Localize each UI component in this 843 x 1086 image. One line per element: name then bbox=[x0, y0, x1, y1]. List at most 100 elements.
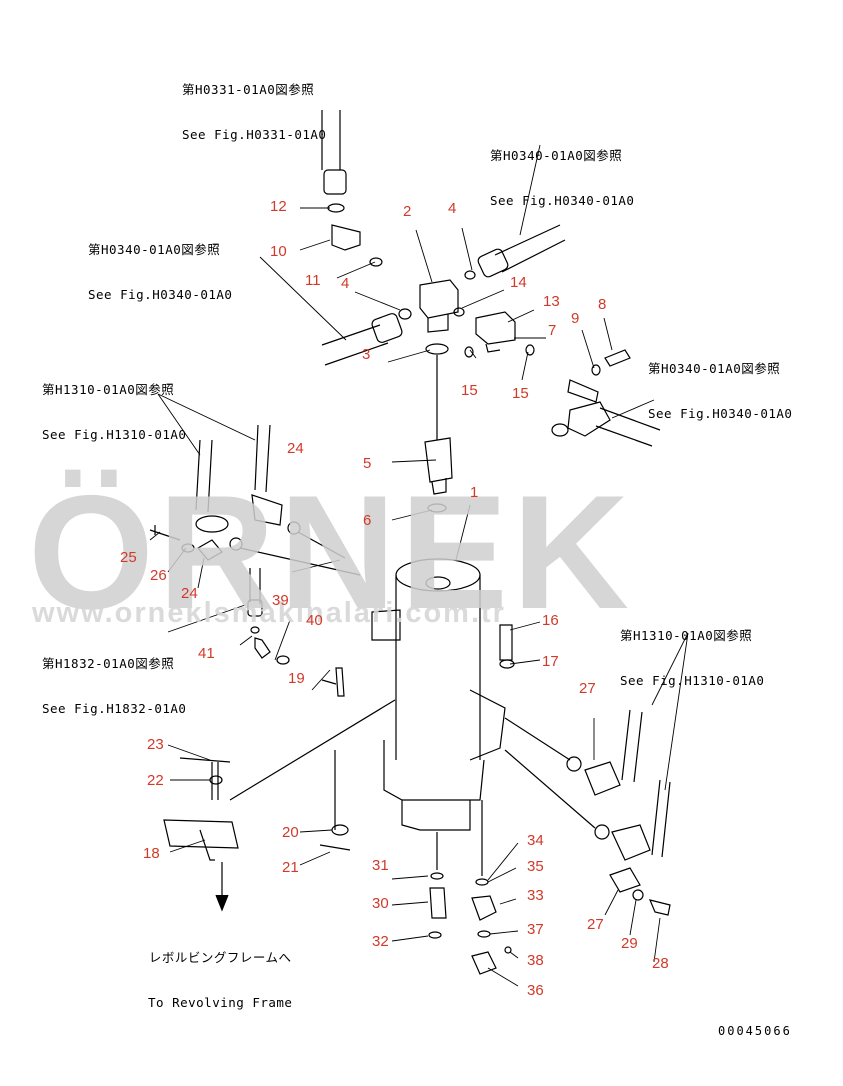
bolt-25 bbox=[149, 525, 181, 541]
part-number-15: 15 bbox=[461, 382, 478, 399]
part-number-34: 34 bbox=[527, 832, 544, 849]
o-ring-left-b bbox=[287, 521, 301, 535]
motor-ear-left bbox=[371, 609, 401, 641]
motor-valve bbox=[401, 800, 471, 831]
part-number-22: 22 bbox=[147, 772, 164, 789]
lead-plate-motor bbox=[229, 699, 396, 801]
hose-h0340-right bbox=[494, 224, 566, 273]
part-number-31: 31 bbox=[372, 857, 389, 874]
o-ring-14 bbox=[453, 307, 465, 317]
flange-left bbox=[195, 515, 229, 533]
o-ring-4a bbox=[369, 257, 383, 267]
reference-en: See Fig.H0340-01A0 bbox=[88, 287, 233, 302]
part-number-20: 20 bbox=[282, 824, 299, 841]
part-number-5: 5 bbox=[363, 455, 372, 472]
block-2-stem bbox=[427, 314, 449, 333]
flange-27-bottom bbox=[611, 824, 651, 861]
reference-en: See Fig.H0340-01A0 bbox=[648, 406, 793, 421]
part-number-38: 38 bbox=[527, 952, 544, 969]
split-flange-27 bbox=[609, 867, 641, 893]
o-ring-15b bbox=[525, 344, 535, 356]
part-number-16: 16 bbox=[542, 612, 559, 629]
reference-jp: レボルビングフレームへ bbox=[148, 950, 292, 965]
part-number-8: 8 bbox=[598, 296, 607, 313]
reference-h0340-c: 第H0340-01A0図参照 See Fig.H0340-01A0 bbox=[648, 331, 792, 451]
swivel-5 bbox=[424, 437, 453, 483]
o-ring-left-a bbox=[229, 537, 243, 551]
reference-en: See Fig.H0340-01A0 bbox=[490, 193, 635, 208]
drawing-number: 00045066 bbox=[718, 1024, 792, 1038]
o-ring-right bbox=[551, 423, 569, 437]
o-ring-40 bbox=[276, 655, 290, 665]
swivel-5-stem bbox=[431, 478, 447, 495]
leader-lines bbox=[149, 144, 689, 987]
part-number-12: 12 bbox=[270, 198, 287, 215]
part-number-27: 27 bbox=[587, 916, 604, 933]
o-ring-12 bbox=[327, 203, 345, 213]
o-ring-35 bbox=[475, 878, 489, 886]
part-number-18: 18 bbox=[143, 845, 160, 862]
part-number-15: 15 bbox=[512, 385, 529, 402]
split-flange-right bbox=[567, 379, 599, 403]
motor-bracket bbox=[469, 689, 506, 761]
elbow-39 bbox=[254, 637, 271, 659]
reference-h0340-b: 第H0340-01A0図参照 See Fig.H0340-01A0 bbox=[88, 212, 232, 332]
bolt-8 bbox=[604, 349, 631, 367]
split-flange-left bbox=[197, 539, 223, 561]
washer-17 bbox=[499, 659, 515, 669]
reference-jp: 第H0331-01A0図参照 bbox=[182, 82, 315, 97]
hose-h1310-right-1 bbox=[621, 709, 643, 783]
reference-h0340-a: 第H0340-01A0図参照 See Fig.H0340-01A0 bbox=[490, 118, 634, 238]
fitting-7-stem bbox=[485, 343, 501, 353]
arrow-revolving-head bbox=[215, 894, 229, 912]
o-ring-15a bbox=[464, 346, 474, 358]
part-number-4: 4 bbox=[448, 200, 457, 217]
bolt-28 bbox=[648, 899, 671, 916]
part-number-24: 24 bbox=[287, 440, 304, 457]
part-number-28: 28 bbox=[652, 955, 669, 972]
washer-9 bbox=[591, 364, 601, 376]
part-number-10: 10 bbox=[270, 243, 287, 260]
o-ring-6 bbox=[427, 503, 447, 513]
hose-h0340-left bbox=[321, 324, 389, 366]
reference-jp: 第H1310-01A0図参照 bbox=[42, 382, 175, 397]
fitting-7 bbox=[475, 311, 516, 345]
reference-jp: 第H1832-01A0図参照 bbox=[42, 656, 175, 671]
hose-top bbox=[321, 110, 341, 170]
reference-jp: 第H0340-01A0図参照 bbox=[648, 361, 781, 376]
reference-en: See Fig.H1310-01A0 bbox=[42, 427, 187, 442]
reference-h1832: 第H1832-01A0図参照 See Fig.H1832-01A0 bbox=[42, 626, 186, 746]
elbow-10 bbox=[331, 224, 361, 251]
reference-h1310-b: 第H1310-01A0図参照 See Fig.H1310-01A0 bbox=[620, 598, 764, 718]
reference-en: See Fig.H1310-01A0 bbox=[620, 673, 765, 688]
reference-en: See Fig.H1832-01A0 bbox=[42, 701, 187, 716]
hose-h1832-nut bbox=[247, 599, 263, 617]
o-ring-38 bbox=[504, 946, 512, 954]
block-2 bbox=[419, 279, 459, 319]
part-number-7: 7 bbox=[548, 322, 557, 339]
washer-29 bbox=[632, 889, 644, 901]
o-ring-41 bbox=[250, 626, 260, 634]
part-number-4: 4 bbox=[341, 275, 350, 292]
reference-h0331: 第H0331-01A0図参照 See Fig.H0331-01A0 bbox=[182, 52, 326, 172]
o-ring-4c bbox=[398, 308, 412, 320]
hose-h1832 bbox=[249, 568, 261, 604]
part-number-27: 27 bbox=[579, 680, 596, 697]
part-number-35: 35 bbox=[527, 858, 544, 875]
plate-18-lead bbox=[199, 829, 215, 861]
reference-jp: 第H1310-01A0図参照 bbox=[620, 628, 753, 643]
part-number-21: 21 bbox=[282, 859, 299, 876]
reference-revolving-frame: レボルビングフレームへ To Revolving Frame bbox=[148, 920, 292, 1040]
part-number-6: 6 bbox=[363, 512, 372, 529]
part-number-37: 37 bbox=[527, 921, 544, 938]
part-number-29: 29 bbox=[621, 935, 638, 952]
hose-top-nut bbox=[323, 169, 347, 195]
part-number-25: 25 bbox=[120, 549, 137, 566]
o-ring-37 bbox=[477, 930, 491, 938]
reference-jp: 第H0340-01A0図参照 bbox=[490, 148, 623, 163]
part-number-9: 9 bbox=[571, 310, 580, 327]
part-number-19: 19 bbox=[288, 670, 305, 687]
reference-en: To Revolving Frame bbox=[148, 995, 293, 1010]
part-number-11: 11 bbox=[305, 272, 321, 289]
